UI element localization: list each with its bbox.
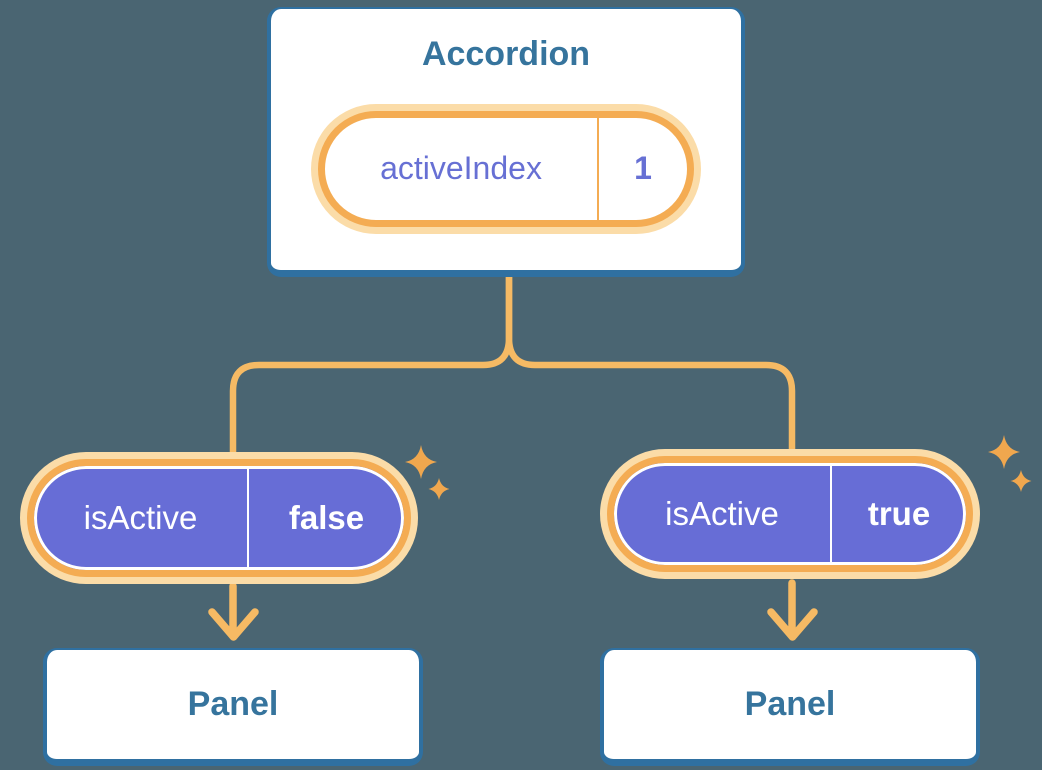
sparkle-icon [428,478,450,500]
is-active-pill-right: isActive true [600,449,980,579]
prop-label: isActive [665,495,779,532]
is-active-pill-right-body: isActive true [607,456,973,572]
state-label: activeIndex [380,150,542,187]
accordion-card: Accordion activeIndex 1 [267,7,745,277]
arrow-down-icon [208,582,259,641]
prop-label: isActive [83,499,198,536]
panel-card-right: Panel [600,648,980,766]
sparkle-icon [988,435,1020,469]
is-active-pill-left: isActive false [20,452,418,584]
panel-title: Panel [744,685,836,723]
panel-title: Panel [187,685,279,723]
connector-left-branch [229,262,513,470]
sparkle-icon [1010,470,1032,492]
pill-divider [597,117,599,220]
pill-divider [247,466,249,570]
prop-value: false [288,499,365,536]
pill-divider [830,463,832,565]
active-index-pill: activeIndex 1 [311,103,701,234]
accordion-title: Accordion [421,35,591,73]
connector-right-branch [505,262,796,466]
sparkles-left-pill [405,445,450,500]
sparkles-right-pill [988,435,1032,492]
state-value: 1 [634,150,652,187]
sparkle-icon [405,445,437,479]
prop-value: true [867,495,931,532]
is-active-pill-left-body: isActive false [27,459,411,577]
panel-card-left: Panel [43,648,423,766]
arrow-down-icon [767,579,818,641]
active-index-pill-body: activeIndex 1 [318,110,694,227]
